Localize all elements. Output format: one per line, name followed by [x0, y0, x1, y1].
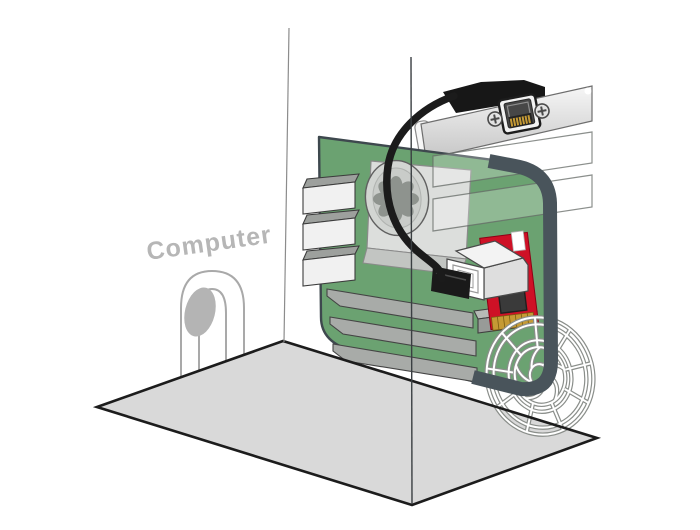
io-connector-boxes: [302, 173, 360, 287]
bracket-screw-left: [487, 111, 503, 127]
computer-label: Computer: [145, 221, 274, 266]
bracket-screw-right: [534, 103, 550, 119]
slot-bracket: [414, 85, 593, 160]
rj45-pins: [509, 115, 531, 127]
case-floor-outline: [92, 339, 602, 507]
tube-opening: [184, 287, 216, 337]
bracket-notch: [584, 87, 592, 95]
rj45-port: [497, 93, 542, 135]
motherboard-edge-band: [471, 154, 558, 397]
connection-cable: [383, 92, 458, 283]
card-notch: [510, 230, 526, 252]
case-edge-lines: [283, 27, 413, 505]
case-tube-shape: [180, 269, 245, 377]
cable-rear-connector: [443, 80, 545, 113]
ram-slats: [326, 288, 478, 383]
case-floor: [97, 341, 597, 505]
